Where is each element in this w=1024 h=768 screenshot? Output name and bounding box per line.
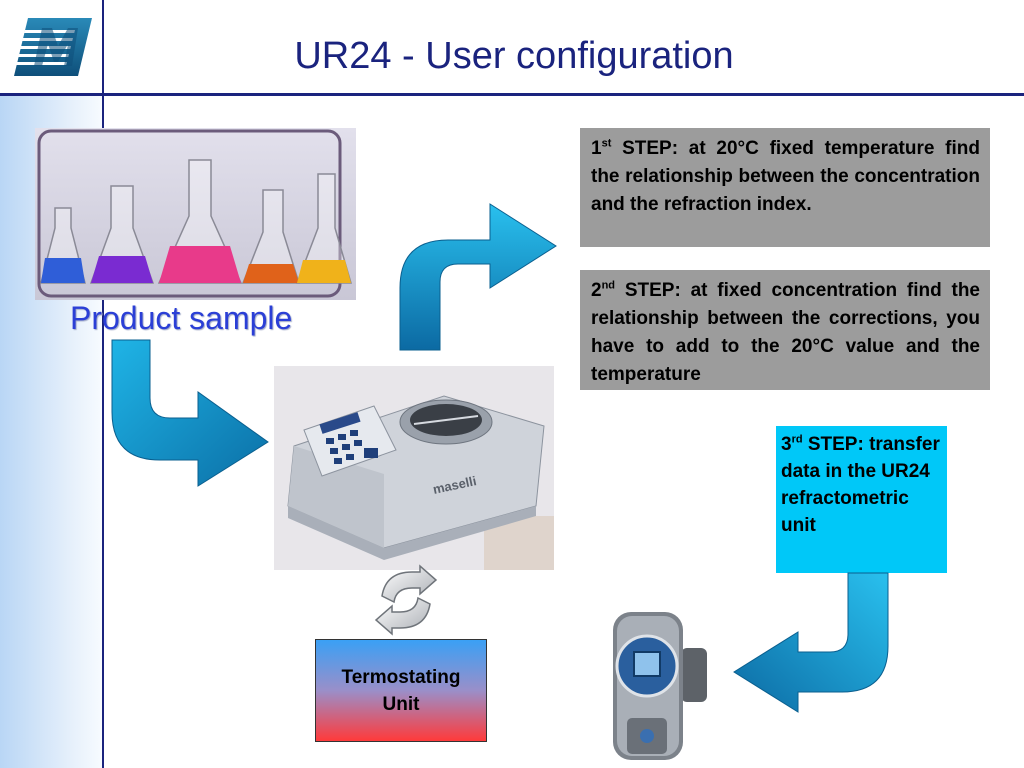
step-1-ordinal: st — [601, 137, 612, 150]
refractometer-photo: maselli — [274, 366, 554, 570]
step-2-box: 2nd STEP: at fixed concentration find th… — [580, 270, 990, 390]
company-logo — [14, 18, 92, 76]
arrow-to-ur24-unit — [733, 572, 889, 713]
step-3-text: STEP: transfer data in the UR24 refracto… — [781, 434, 940, 536]
step-2-ordinal: nd — [601, 279, 616, 292]
step-1-box: 1st STEP: at 20°C fixed temperature find… — [580, 128, 990, 247]
thermostating-unit-box: Termostating Unit — [315, 639, 487, 742]
step-3-box: 3rd STEP: transfer data in the UR24 refr… — [776, 426, 947, 573]
slide-title: UR24 - User configuration — [294, 35, 734, 77]
step-2-number: 2 — [591, 280, 602, 301]
step-3-number: 3 — [781, 434, 792, 455]
ur24-unit-photo — [597, 608, 711, 760]
title-underline — [0, 93, 1024, 96]
arrow-to-step-1 — [399, 203, 557, 351]
vertical-rule — [102, 0, 104, 768]
product-sample-label: Product sample — [70, 300, 293, 336]
thermostating-line-1: Termostating — [341, 666, 461, 688]
step-1-number: 1 — [591, 138, 602, 159]
product-sample-photo — [35, 128, 356, 300]
arrow-sample-to-refractometer — [111, 339, 269, 487]
step-3-ordinal: rd — [791, 433, 803, 446]
step-2-text: STEP: at fixed concentration find the re… — [591, 280, 980, 385]
thermostating-line-2: Unit — [382, 693, 420, 715]
step-1-text: STEP: at 20°C fixed temperature find the… — [591, 138, 980, 215]
cycle-arrows-icon — [374, 564, 438, 636]
